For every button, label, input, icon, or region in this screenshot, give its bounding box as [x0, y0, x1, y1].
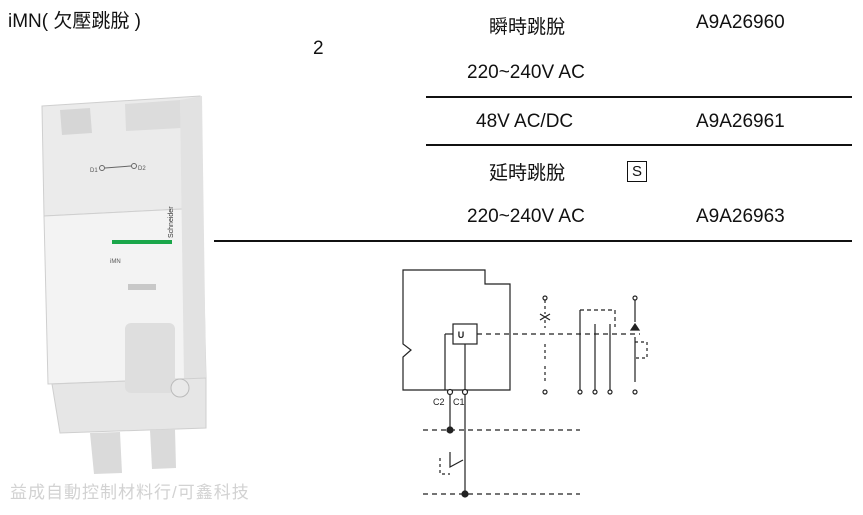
voltage-delayed-220: 220~240V AC — [467, 206, 585, 227]
device-terminal-left: D1 — [90, 168, 98, 174]
trip-type-delayed: 延時跳脫 — [489, 163, 566, 184]
table-bottom-rule — [214, 240, 852, 242]
voltage-instant-220: 220~240V AC — [467, 62, 585, 83]
watermark-text: 益成自動控制材料行/可鑫科技 — [10, 483, 250, 502]
coil-label: U — [458, 330, 465, 340]
trip-type-instant: 瞬時跳脫 — [489, 17, 566, 38]
ref-delayed-220: A9A26963 — [696, 206, 785, 227]
product-title: iMN( 欠壓跳脫 ) — [8, 11, 141, 32]
ref-instant-48: A9A26961 — [696, 111, 785, 132]
table-divider — [426, 144, 852, 146]
quantity-value: 2 — [313, 38, 324, 59]
device-model-label: iMN — [110, 259, 121, 265]
device-terminal-right: D2 — [138, 166, 146, 172]
device-brand-label: Schneider — [168, 206, 175, 238]
voltage-instant-48: 48V AC/DC — [476, 111, 574, 132]
table-divider — [426, 96, 852, 98]
device-image: D1 D2 iMN Schneider — [30, 88, 215, 483]
terminal-c2-label: C2 — [433, 397, 445, 407]
ref-instant-220: A9A26960 — [696, 12, 785, 33]
delay-badge: S — [627, 161, 647, 182]
terminal-c1-label: C1 — [453, 397, 465, 407]
wiring-diagram: U C2 C1 — [395, 262, 655, 507]
